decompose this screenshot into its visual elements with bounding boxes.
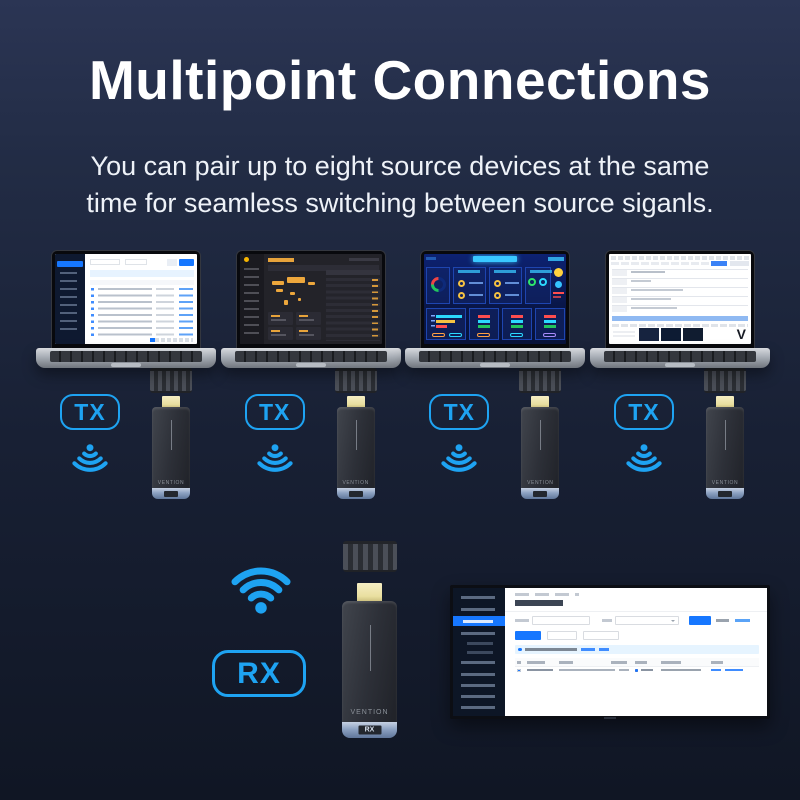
dongle-cap: [519, 368, 562, 393]
monitor-content: [505, 588, 767, 716]
dongle-band: [521, 488, 560, 499]
source-devices-row: TX VENTION: [36, 250, 770, 499]
laptop-admin-dashboard: [36, 250, 216, 368]
brand-label: VENTION: [711, 480, 739, 486]
brand-label: VENTION: [350, 709, 389, 716]
tx-label: TX: [429, 394, 490, 430]
page-title-bar: [515, 600, 563, 606]
v-logo: V: [736, 326, 746, 342]
tx-label: TX: [60, 394, 120, 430]
trackpad: [111, 363, 141, 367]
display-monitor: [450, 585, 770, 719]
tx-dongle: VENTION: [519, 368, 562, 499]
source-group-3: TX VENTION: [405, 250, 586, 499]
wifi-receive-icon: [231, 567, 291, 614]
brand-label: VENTION: [157, 480, 185, 486]
laptop-keyboard-base: [220, 348, 401, 368]
dongle-cap: [342, 541, 397, 572]
tx-label: TX: [244, 394, 305, 430]
hdmi-connector: [531, 396, 550, 408]
breadcrumb: [515, 593, 579, 596]
search-button: [689, 616, 711, 625]
filter-select: [615, 616, 679, 625]
keyboard: [603, 351, 756, 362]
laptop-keyboard-base: [589, 348, 770, 368]
dongle-band: RX: [342, 722, 397, 738]
source-group-2: TX VENTION: [220, 250, 401, 499]
screen-bigdata-ui: [424, 254, 567, 344]
dongle-body: VENTION: [705, 407, 744, 499]
tx-dongle: VENTION: [703, 368, 746, 499]
dongle-body: VENTION: [521, 407, 560, 499]
table-body: [515, 667, 759, 716]
laptop-keyboard-base: [405, 348, 586, 368]
laptop-keyboard-base: [36, 348, 216, 368]
dongle-band: [705, 488, 744, 499]
dongle-badge: [348, 490, 363, 497]
dongle-body: VENTION: [336, 407, 375, 499]
primary-button: [515, 631, 541, 640]
dongle-cap: [150, 368, 192, 393]
hdmi-connector: [715, 396, 734, 408]
dongle-body: VENTION RX: [342, 601, 397, 738]
screen-spreadsheet-ui: V: [608, 254, 751, 344]
dongle-cap: [334, 368, 377, 393]
dongle-badge: [533, 490, 548, 497]
tx-label: TX: [613, 394, 674, 430]
dongle-band: [152, 488, 190, 499]
laptop-screen: [51, 250, 201, 349]
keyboard: [50, 351, 202, 362]
hdmi-connector: [162, 396, 180, 408]
secondary-button: [547, 631, 577, 640]
mock-sidebar: [239, 254, 264, 344]
laptop-dark-analytics: [220, 250, 401, 368]
laptop-screen: [420, 250, 571, 349]
subtitle-line-1: You can pair up to eight source devices …: [90, 151, 710, 181]
laptop-spreadsheet: V: [589, 250, 770, 368]
wifi-transmit-icon: [441, 444, 477, 472]
mock-sidebar: [453, 588, 505, 716]
trackpad: [295, 363, 326, 367]
hdmi-connector: [357, 583, 382, 602]
source-group-1: TX VENTION: [36, 250, 216, 499]
laptop-blue-dashboard: [405, 250, 586, 368]
screen-analytics-ui: [239, 254, 382, 344]
secondary-button: [583, 631, 619, 640]
dongle-badge: [717, 490, 732, 497]
page-title: Multipoint Connections: [88, 49, 711, 111]
screen-admin-table-ui: [55, 254, 197, 344]
trackpad: [664, 363, 695, 367]
tx-dongle: VENTION: [150, 368, 192, 499]
table-header: [515, 658, 759, 667]
wifi-transmit-icon: [626, 444, 662, 472]
subtitle-line-2: time for seamless switching between sour…: [86, 188, 714, 218]
laptop-screen: V: [604, 250, 755, 349]
tx-dongle: VENTION: [334, 368, 377, 499]
rx-dongle: VENTION RX: [342, 541, 397, 738]
dongle-band: [336, 488, 375, 499]
monitor-logo: [604, 717, 616, 719]
keyboard: [234, 351, 387, 362]
brand-label: VENTION: [527, 480, 554, 486]
source-group-4: V TX: [589, 250, 770, 499]
brand-label: VENTION: [342, 480, 369, 486]
rx-dongle-badge: RX: [358, 725, 381, 735]
wifi-transmit-icon: [72, 444, 108, 472]
info-alert-bar: [515, 645, 759, 654]
dongle-cap: [703, 368, 746, 393]
dongle-body: VENTION: [152, 407, 190, 499]
dongle-badge: [164, 490, 178, 497]
monitor-screen-admin-ui: [453, 588, 767, 716]
hdmi-connector: [346, 396, 365, 408]
laptop-screen: [235, 250, 386, 349]
page-subtitle: You can pair up to eight source devices …: [0, 148, 800, 222]
wifi-transmit-icon: [256, 444, 293, 472]
filter-input: [532, 616, 590, 625]
trackpad: [480, 363, 511, 367]
mock-sidebar: [55, 254, 85, 344]
keyboard: [419, 351, 572, 362]
rx-label: RX: [212, 650, 306, 697]
